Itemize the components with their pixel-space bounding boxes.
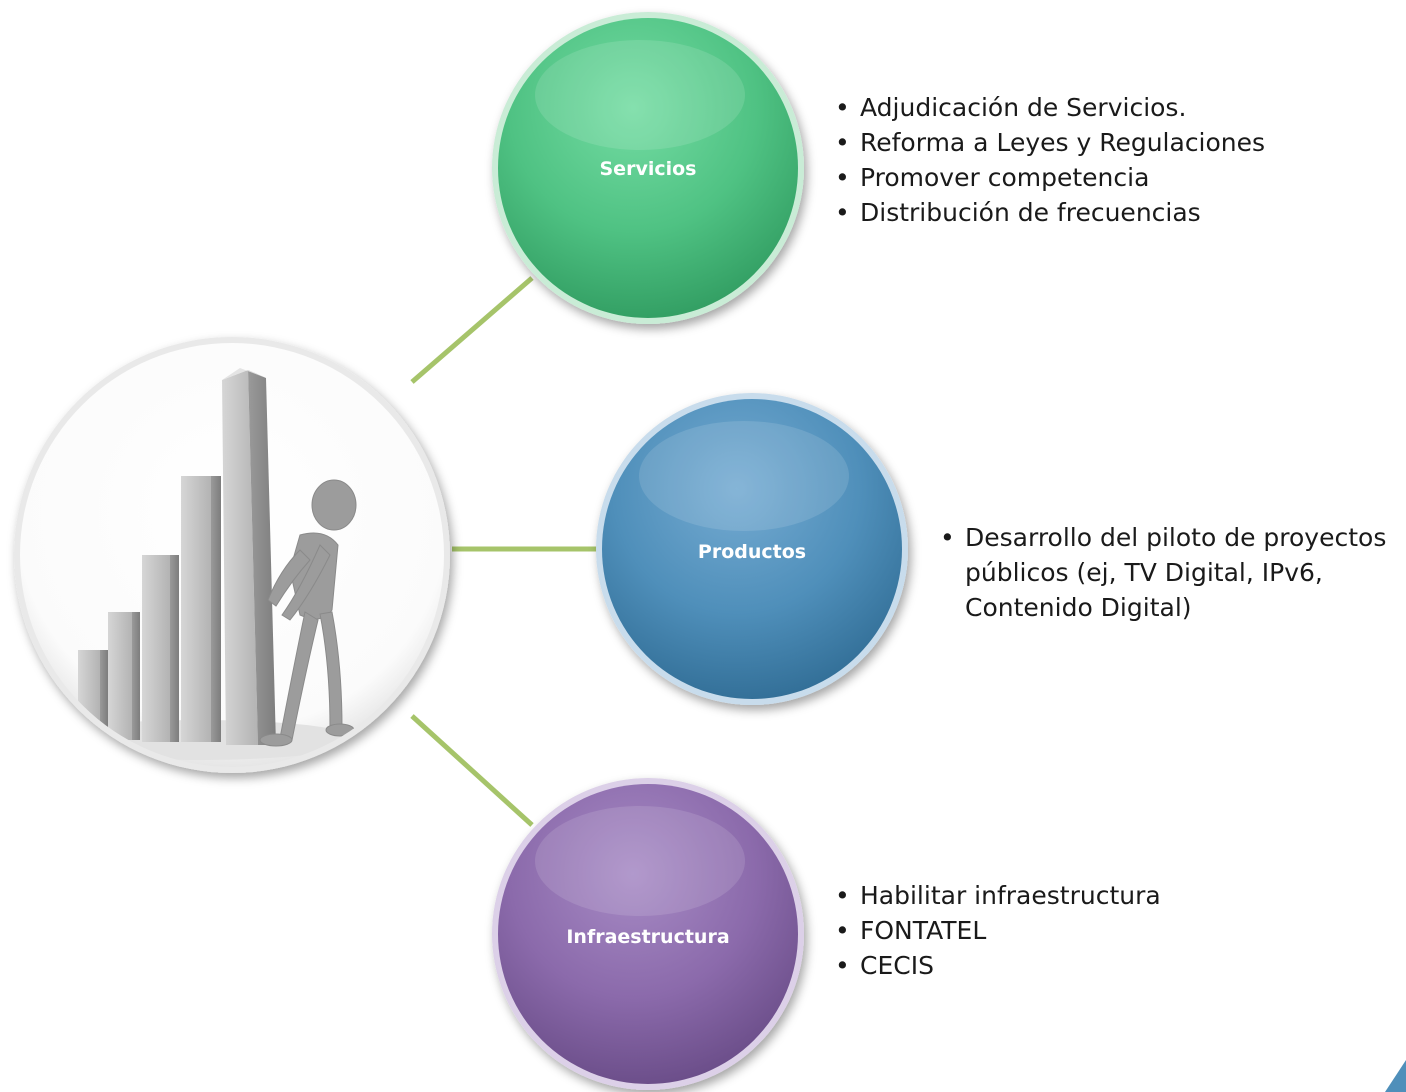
node-productos-label: Productos bbox=[698, 541, 806, 563]
bullet-item: Desarrollo del piloto de proyectos públi… bbox=[940, 520, 1405, 625]
bullet-item: CECIS bbox=[835, 948, 1161, 983]
bullet-item: Adjudicación de Servicios. bbox=[835, 90, 1265, 125]
bullet-item: Reforma a Leyes y Regulaciones bbox=[835, 125, 1265, 160]
infraestructura-bullet-list: Habilitar infraestructura FONTATEL CECIS bbox=[835, 878, 1161, 983]
hub-node bbox=[14, 337, 450, 773]
servicios-bullet-list: Adjudicación de Servicios. Reforma a Ley… bbox=[835, 90, 1265, 230]
node-productos: Productos bbox=[596, 393, 908, 705]
node-infraestructura: Infraestructura bbox=[492, 778, 804, 1090]
productos-bullet-list: Desarrollo del piloto de proyectos públi… bbox=[940, 520, 1405, 625]
bullet-item: Promover competencia bbox=[835, 160, 1265, 195]
figure-pushing-bar-chart-icon bbox=[40, 368, 360, 760]
node-servicios: Servicios bbox=[492, 12, 804, 324]
corner-accent-shape bbox=[1385, 1060, 1406, 1092]
node-infraestructura-label: Infraestructura bbox=[566, 926, 729, 948]
node-servicios-label: Servicios bbox=[600, 158, 697, 180]
bullet-item: Habilitar infraestructura bbox=[835, 878, 1161, 913]
bullet-item: FONTATEL bbox=[835, 913, 1161, 948]
connector-infraestructura bbox=[410, 714, 534, 827]
bullet-item: Distribución de frecuencias bbox=[835, 195, 1265, 230]
connector-servicios bbox=[410, 276, 534, 384]
